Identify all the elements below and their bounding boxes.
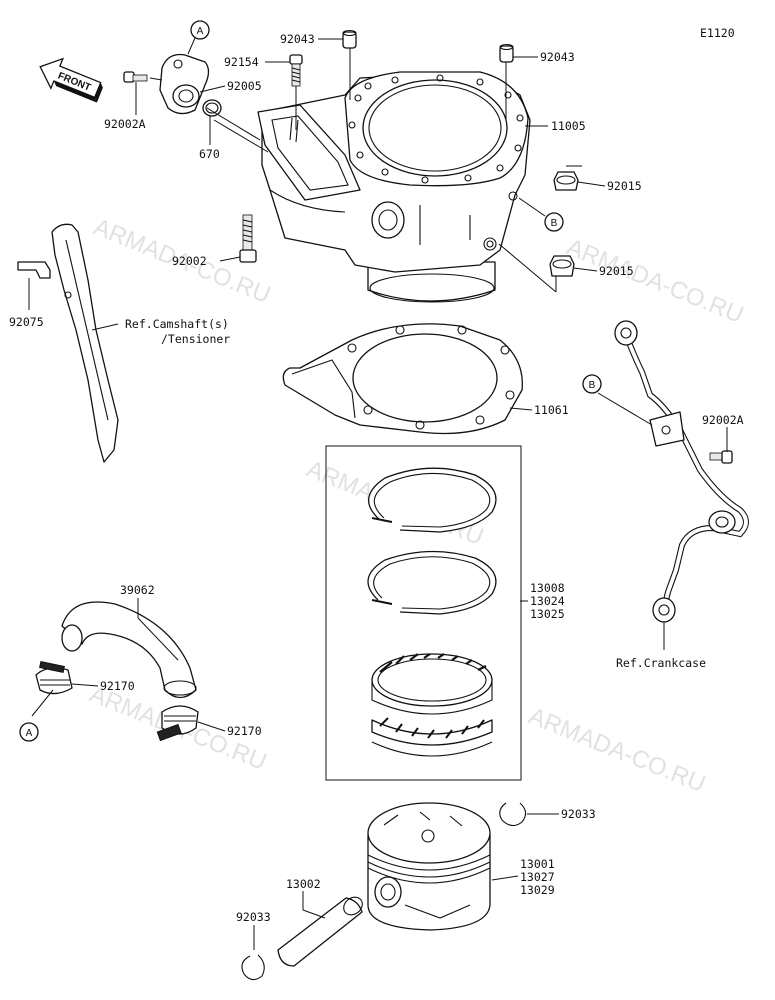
oil-pipe (614, 320, 749, 623)
bolt-92002 (239, 214, 257, 263)
label-92043-right: 92043 (540, 50, 575, 64)
ref-crankcase: Ref.Crankcase (616, 656, 706, 670)
o-ring-670 (202, 99, 222, 117)
label-92002a-right: 92002A (702, 413, 744, 427)
circlip-92033-upper (499, 802, 527, 827)
marker-a-top: A (190, 20, 210, 40)
label-92075: 92075 (9, 315, 44, 329)
piston-13001 (367, 802, 491, 931)
svg-text:A: A (197, 26, 204, 37)
svg-text:B: B (551, 218, 558, 229)
cylinder-gasket-11061 (282, 323, 523, 435)
diagram-code: E1120 (700, 26, 735, 40)
piston-pin-13002 (277, 896, 363, 967)
leader-lines (28, 37, 728, 950)
watermark-2: ARMADA-CO.RU (563, 234, 747, 329)
label-13025: 13025 (530, 607, 565, 621)
label-92033-lower: 92033 (236, 910, 271, 924)
label-92154: 92154 (224, 55, 259, 69)
label-92015-lower: 92015 (599, 264, 634, 278)
label-92002a-top: 92002A (104, 117, 146, 131)
cap-nut-92015-lower (549, 255, 575, 277)
piston-ring-set-box (325, 445, 522, 781)
label-92043-left: 92043 (280, 32, 315, 46)
hose-clamp-92170-left (35, 660, 73, 695)
label-11005: 11005 (551, 119, 586, 133)
marker-b-cylinder: B (544, 212, 564, 232)
label-13002: 13002 (286, 877, 321, 891)
label-39062: 39062 (120, 583, 155, 597)
circlip-92033-lower (241, 954, 265, 981)
marker-b-pipe: B (582, 374, 602, 394)
bolt-92002a-top (123, 71, 148, 83)
second-ring (367, 550, 497, 615)
ref-camshaft-line1: Ref.Camshaft(s) (125, 317, 229, 331)
label-92033-upper: 92033 (561, 807, 596, 821)
watermark-5: ARMADA-CO.RU (525, 703, 709, 798)
label-13024: 13024 (530, 594, 565, 608)
label-11061: 11061 (534, 403, 569, 417)
cylinder-11005 (257, 71, 531, 303)
bolt-92002a-right (709, 450, 733, 464)
cam-chain-guide (51, 223, 119, 463)
label-92015-upper: 92015 (607, 179, 642, 193)
oil-ring-set (371, 653, 493, 757)
marker-a-clamp: A (19, 722, 39, 742)
ref-camshaft-line2: /Tensioner (161, 332, 230, 346)
bolt-92154 (289, 54, 303, 87)
clip-92075 (17, 261, 51, 279)
front-arrow-icon: FRONT (39, 57, 103, 103)
top-ring (368, 467, 497, 533)
label-13001: 13001 (520, 857, 555, 871)
label-92170-right: 92170 (227, 724, 262, 738)
svg-text:A: A (26, 728, 33, 739)
cap-nut-92015-upper (553, 171, 579, 191)
part-labels: 92043 92043 92154 92005 92002A 670 11005… (9, 32, 744, 924)
hose-clamp-92170-right (156, 705, 199, 742)
dowel-pin-92043-left (342, 29, 357, 49)
label-92170-left: 92170 (100, 679, 135, 693)
label-92002: 92002 (172, 254, 207, 268)
svg-text:B: B (589, 380, 596, 391)
label-670: 670 (199, 147, 220, 161)
label-13008: 13008 (530, 581, 565, 595)
outlet-fitting-92005 (159, 53, 210, 115)
label-92005: 92005 (227, 79, 262, 93)
water-hose-39062 (61, 601, 197, 699)
dowel-pin-92043-right (499, 43, 514, 63)
label-13027: 13027 (520, 870, 555, 884)
label-13029: 13029 (520, 883, 555, 897)
